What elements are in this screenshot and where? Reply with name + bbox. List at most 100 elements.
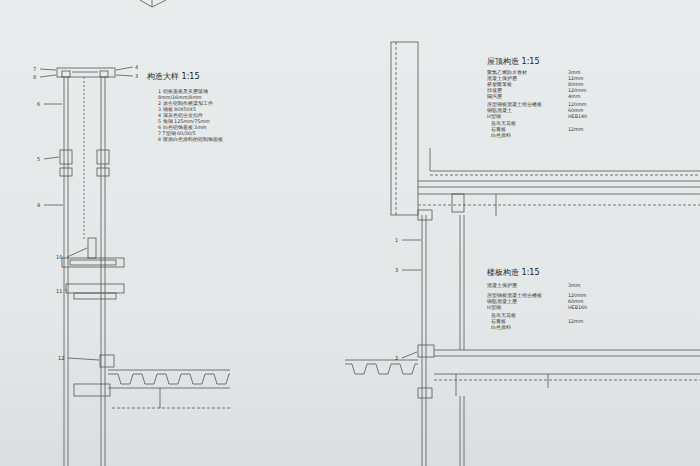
transom-inner <box>70 260 116 265</box>
callout-number: 1 <box>395 237 398 243</box>
spec-item: 2 原生铝制作横梁加工件 <box>158 101 238 107</box>
spec-value: 石膏板 <box>491 127 506 133</box>
callout-number: 6 <box>37 101 40 107</box>
ceiling-line <box>434 380 700 381</box>
spec-item: 7 T型钢 60/30/5 <box>158 131 238 137</box>
spec-item: 5 角钢 125mm/75mm <box>158 119 238 125</box>
glass-line <box>101 77 102 466</box>
spec-value: 白色涂料 <box>491 133 511 139</box>
callout-number: 9 <box>37 202 40 208</box>
glass-line <box>64 77 65 466</box>
spec-value: 压型钢板混凝土组合楼板 <box>487 293 542 299</box>
leader-line <box>402 240 421 241</box>
spec-value: 白色涂料 <box>491 325 511 331</box>
callout-number: 12 <box>58 355 64 361</box>
window-frame <box>418 388 432 398</box>
spec-value: 挤塑聚苯板 <box>487 82 512 88</box>
leader-line <box>402 270 421 271</box>
wall-line <box>464 396 465 466</box>
cap-profile <box>100 71 108 77</box>
callout-number: 3 <box>395 267 398 273</box>
glazing-clip <box>60 168 72 176</box>
leader-line <box>65 289 67 291</box>
steel-beam <box>452 194 464 212</box>
parapet-insulation <box>396 42 397 215</box>
spec-value: 混凝土保护层 <box>487 76 517 82</box>
detail-title: 屋顶构造 1:15 <box>487 57 540 67</box>
leader-line <box>67 248 87 257</box>
leader-line <box>44 157 59 159</box>
glass-line <box>105 77 106 466</box>
spec-value: 120mm <box>568 293 587 299</box>
ceiling-line <box>418 205 700 206</box>
spec-value: HEB140 <box>568 114 587 120</box>
spec-item: 4 深灰色铝合金扣件 <box>158 113 238 119</box>
transom-stem <box>88 238 96 258</box>
insulation-line <box>418 181 700 182</box>
spec-value: 钢筋混凝土层 <box>487 299 517 305</box>
spec-value: 60mm <box>568 108 583 114</box>
callout-number: 8 <box>33 74 36 80</box>
spec-value: 3mm <box>568 283 580 289</box>
glazing-clip <box>60 150 72 164</box>
glazing-clip <box>97 168 109 176</box>
transom <box>66 284 124 293</box>
spec-value: H型钢 <box>487 114 501 120</box>
slab-top <box>434 350 700 351</box>
spec-value: 找坡层 <box>487 88 502 94</box>
wall-line <box>460 396 461 466</box>
glazing-clip <box>97 150 109 164</box>
hanger <box>548 374 549 388</box>
window-frame <box>418 345 434 357</box>
spec-value: 聚氯乙烯防水卷材 <box>487 70 527 76</box>
glass-line <box>68 77 69 466</box>
slab-top <box>108 370 230 371</box>
callout-number: 5 <box>37 156 40 162</box>
leader-line <box>402 352 417 358</box>
spec-item: 6 白色铝饰盖板 3mm <box>158 125 238 131</box>
cap-plate <box>57 68 115 77</box>
callout-number: 3 <box>135 73 138 79</box>
hanger <box>456 374 457 396</box>
spec-value: 12mm <box>568 76 583 82</box>
detail-title: 楼板构造 1:15 <box>487 268 540 278</box>
spec-value: HEB160 <box>568 305 587 311</box>
transom-inner <box>74 293 116 299</box>
slab-bottom <box>434 374 700 375</box>
leader-line <box>40 69 56 70</box>
axis-line <box>84 77 85 240</box>
callout-number: 4 <box>135 64 138 70</box>
callout-number: 11 <box>56 288 62 294</box>
slab-line <box>418 187 700 188</box>
profiled-deck <box>108 374 230 384</box>
spec-item: 1 铝板盖板及夹层玻璃 8mm/16mm/8mm <box>158 89 232 101</box>
fragment-line <box>152 0 153 7</box>
transom <box>62 258 124 267</box>
spec-item: 8 喷涂白色涂料的铝制饰面板 <box>158 137 238 143</box>
spec-item: 3 钢板 80X50X5 <box>158 107 238 113</box>
fragment-line <box>140 0 166 7</box>
spec-value: 混凝土保护层 <box>487 283 517 289</box>
cap-line <box>72 72 98 73</box>
wall-line <box>460 215 461 350</box>
spec-value: 石膏板 <box>491 319 506 325</box>
leader-line <box>44 104 62 105</box>
window-line <box>422 215 423 466</box>
window-line <box>426 215 427 466</box>
parapet <box>391 42 418 215</box>
leader-line <box>44 205 63 206</box>
spec-value: 4mm <box>568 94 580 100</box>
callout-number: 10 <box>56 254 62 260</box>
leader-line <box>116 75 133 76</box>
hanger <box>160 388 161 408</box>
anchor <box>100 355 114 367</box>
beam-flange <box>108 388 230 389</box>
spec-value: 悬吊天花板 <box>491 121 516 127</box>
cap-profile <box>62 71 70 77</box>
spec-value: 压型钢板混凝土组合楼板 <box>487 102 542 108</box>
callout-number: 2 <box>395 355 398 361</box>
spec-value: 3mm <box>568 70 580 76</box>
detail-title: 构造大样 1:15 <box>147 72 200 82</box>
